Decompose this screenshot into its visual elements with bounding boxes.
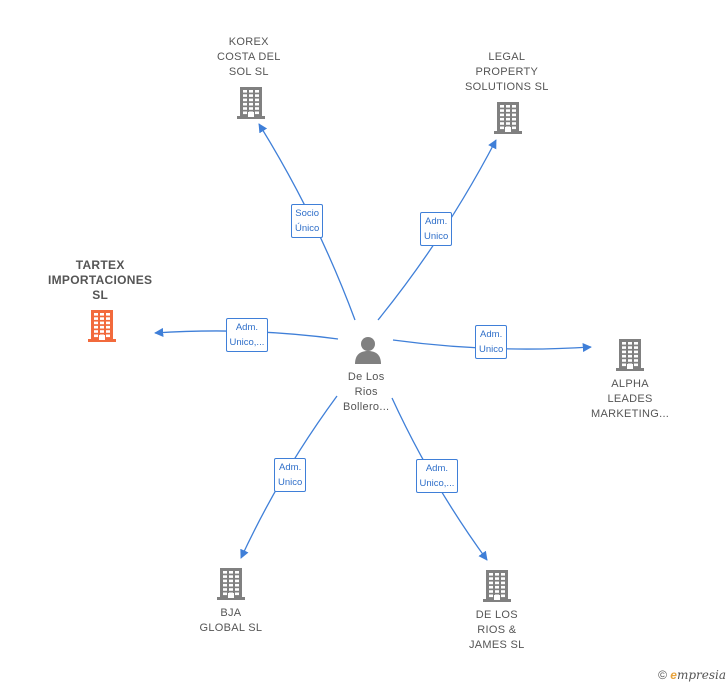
node-label-korex-line: SOL SL — [228, 66, 269, 78]
copyright-symbol: © — [658, 668, 667, 682]
edge-label-line: Socio — [295, 208, 320, 219]
edge-label-delosrios[interactable]: Adm. Unico,... — [415, 459, 459, 493]
node-label-alpha-line: ALPHA — [611, 378, 649, 390]
edge-label-legal[interactable]: Adm. Unico — [420, 212, 453, 246]
building-icon — [494, 102, 522, 134]
node-label-legal[interactable]: LEGAL PROPERTY SOLUTIONS SL — [465, 50, 549, 95]
person-icon — [355, 337, 381, 364]
edge-label-line: Unico — [479, 344, 504, 355]
node-label-delosrios-line: DE LOS — [475, 609, 518, 621]
node-label-tartex-line: IMPORTACIONES — [48, 273, 153, 287]
building-icon — [616, 339, 644, 371]
building-icon — [237, 87, 265, 119]
node-label-bja[interactable]: BJA GLOBAL SL — [200, 606, 263, 636]
edge-label-bja[interactable]: Adm. Unico — [274, 458, 307, 492]
node-label-alpha-line: MARKETING... — [591, 408, 670, 420]
edge-label-line: Adm. — [425, 463, 449, 474]
node-label-legal-line: PROPERTY — [475, 66, 539, 78]
edge-label-line: Unico,... — [229, 337, 265, 348]
node-label-delosrios-line: JAMES SL — [469, 639, 525, 651]
brand-initial: e — [670, 668, 677, 682]
building-icon — [217, 568, 245, 600]
node-label-alpha-line: LEADES — [607, 393, 653, 405]
node-label-bja-line: GLOBAL SL — [199, 622, 263, 634]
building-icon — [483, 570, 511, 602]
center-person-label-line: De Los — [347, 371, 385, 383]
edge-label-tartex[interactable]: Adm. Unico,... — [225, 318, 269, 352]
node-label-delosrios-line: RIOS & — [477, 624, 517, 636]
edge-label-alpha[interactable]: Adm. Unico — [475, 325, 508, 359]
edge-label-line: Adm. — [425, 216, 448, 227]
center-person-label-line: Bollero... — [343, 401, 390, 413]
node-label-alpha[interactable]: ALPHA LEADES MARKETING... — [591, 377, 669, 422]
node-label-legal-line: SOLUTIONS SL — [465, 81, 549, 93]
brand-name: mpresia — [676, 668, 726, 682]
edge-label-line: Adm. — [235, 322, 259, 333]
edge-label-line: Unico — [278, 477, 303, 488]
node-label-tartex-line: TARTEX — [75, 258, 125, 272]
node-label-korex-line: COSTA DEL — [217, 51, 281, 63]
edge-label-line: Adm. — [279, 462, 302, 473]
node-label-korex[interactable]: KOREX COSTA DEL SOL SL — [217, 35, 281, 80]
edge-label-line: Único — [295, 223, 320, 234]
center-person-label-line: Rios — [354, 386, 378, 398]
building-icon — [88, 310, 116, 342]
node-label-korex-line: KOREX — [228, 36, 269, 48]
node-label-delosrios[interactable]: DE LOS RIOS & JAMES SL — [469, 608, 525, 653]
edge-label-line: Unico — [424, 231, 449, 242]
edge-label-line: Adm. — [480, 329, 503, 340]
edge-label-line: Unico,... — [419, 478, 455, 489]
node-label-legal-line: LEGAL — [488, 51, 526, 63]
footer-brand: © empresia — [658, 668, 726, 682]
node-label-tartex-line: SL — [92, 288, 109, 302]
node-label-bja-line: BJA — [220, 607, 242, 619]
